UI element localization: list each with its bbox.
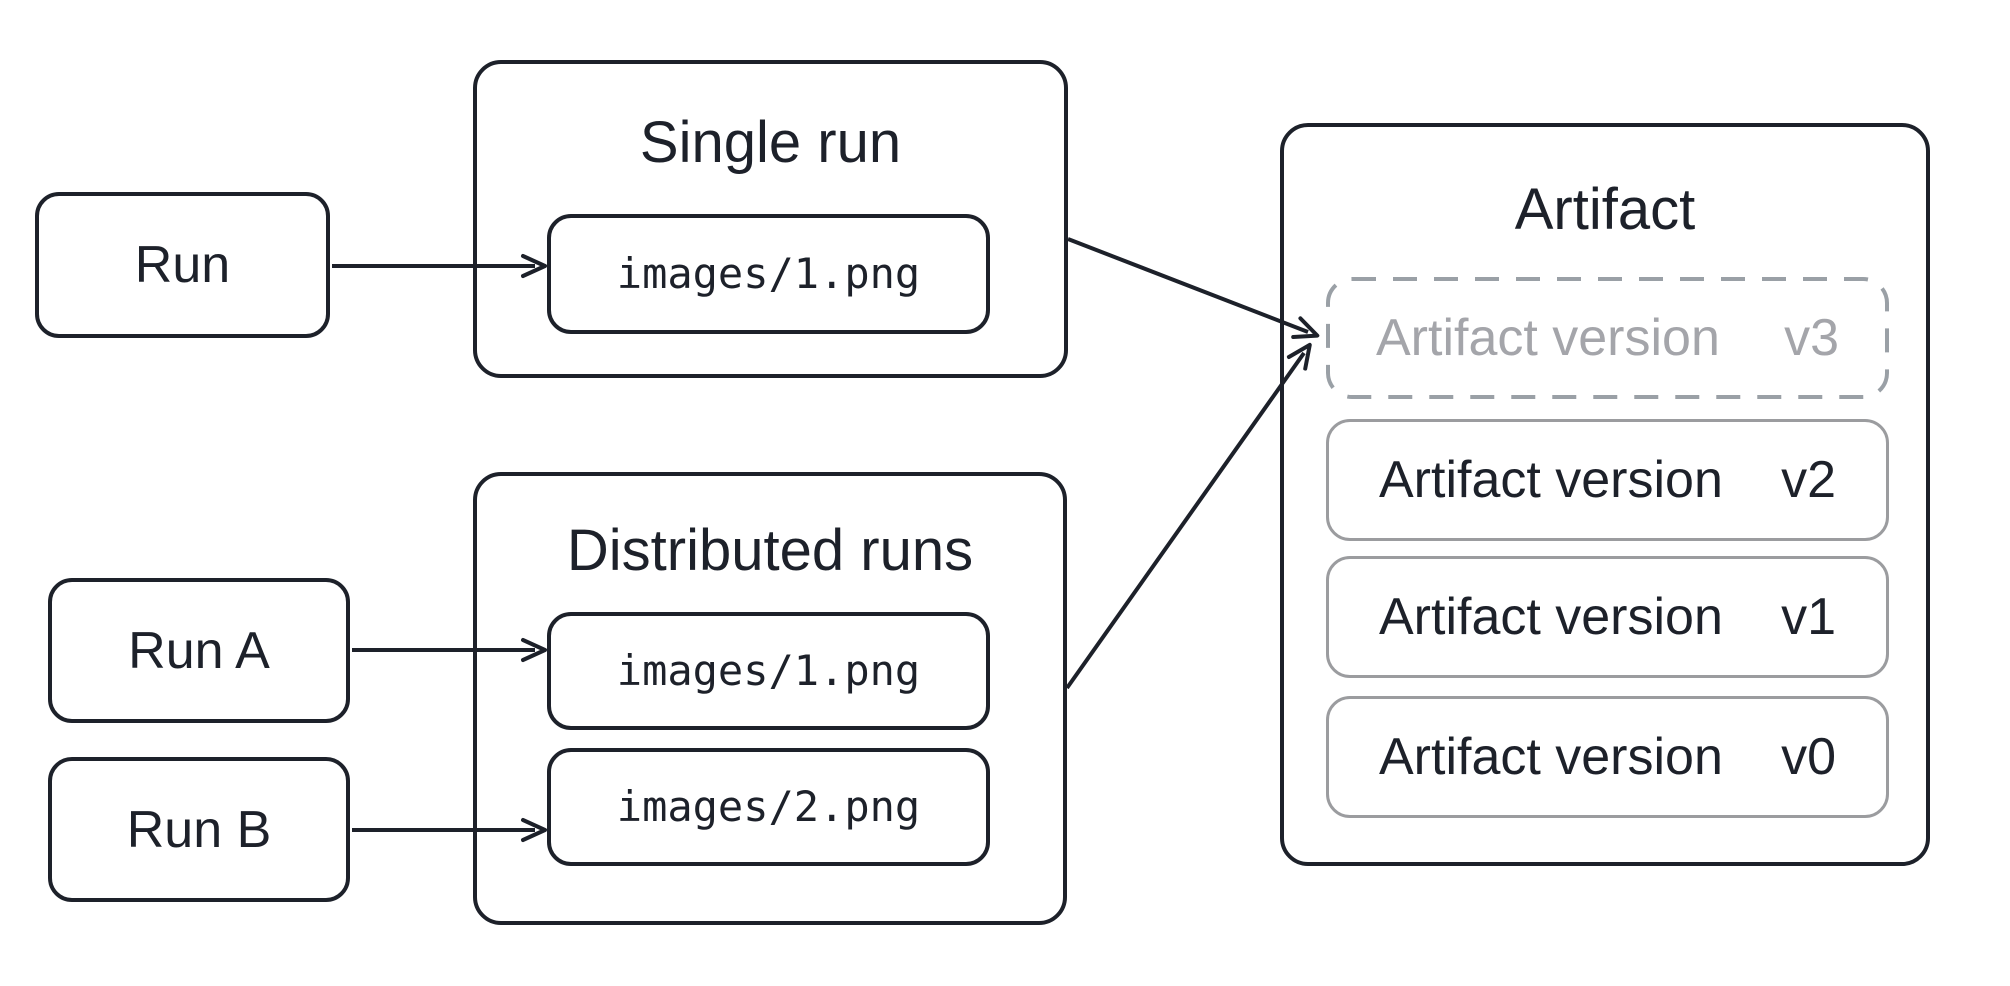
distributed-file-label-2: images/2.png [616, 782, 921, 831]
distributed-runs-group: Distributed runs images/1.png images/2.p… [473, 472, 1067, 925]
artifact-version-label: Artifact version [1376, 309, 1720, 367]
edge-distributed-runs-to-v3 [1065, 342, 1312, 690]
artifact-version-row-v1: Artifact version v1 [1326, 556, 1889, 678]
single-run-file-label: images/1.png [616, 249, 921, 298]
artifact-version-label: Artifact version [1379, 728, 1723, 786]
artifact-title: Artifact [1514, 177, 1696, 242]
run-a-node-label: Run A [128, 621, 270, 680]
artifact-version-row-v0: Artifact version v0 [1326, 696, 1889, 818]
distributed-file-label-1: images/1.png [616, 646, 921, 695]
artifact-version-tag: v3 [1784, 309, 1839, 367]
single-run-group: Single run images/1.png [473, 60, 1068, 378]
edge-single-run-to-v3 [1067, 237, 1320, 339]
run-a-node: Run A [48, 578, 350, 723]
distributed-file-box-1: images/1.png [547, 612, 990, 730]
artifact-version-row-v3: Artifact version v3 [1326, 277, 1889, 399]
artifact-version-label: Artifact version [1379, 451, 1723, 509]
run-b-node: Run B [48, 757, 350, 902]
single-run-file-box: images/1.png [547, 214, 990, 334]
distributed-file-box-2: images/2.png [547, 748, 990, 866]
artifact-version-label: Artifact version [1379, 588, 1723, 646]
artifact-version-tag: v1 [1781, 588, 1836, 646]
single-run-title: Single run [639, 110, 902, 175]
run-node-label: Run [134, 236, 231, 294]
run-b-node-label: Run B [126, 800, 272, 859]
run-node: Run [35, 192, 330, 338]
artifact-version-tag: v2 [1781, 451, 1836, 509]
distributed-runs-title: Distributed runs [566, 518, 974, 583]
artifact-group: Artifact Artifact version v3 Artifact ve… [1280, 123, 1930, 866]
artifact-version-tag: v0 [1781, 728, 1836, 786]
artifact-version-row-v2: Artifact version v2 [1326, 419, 1889, 541]
